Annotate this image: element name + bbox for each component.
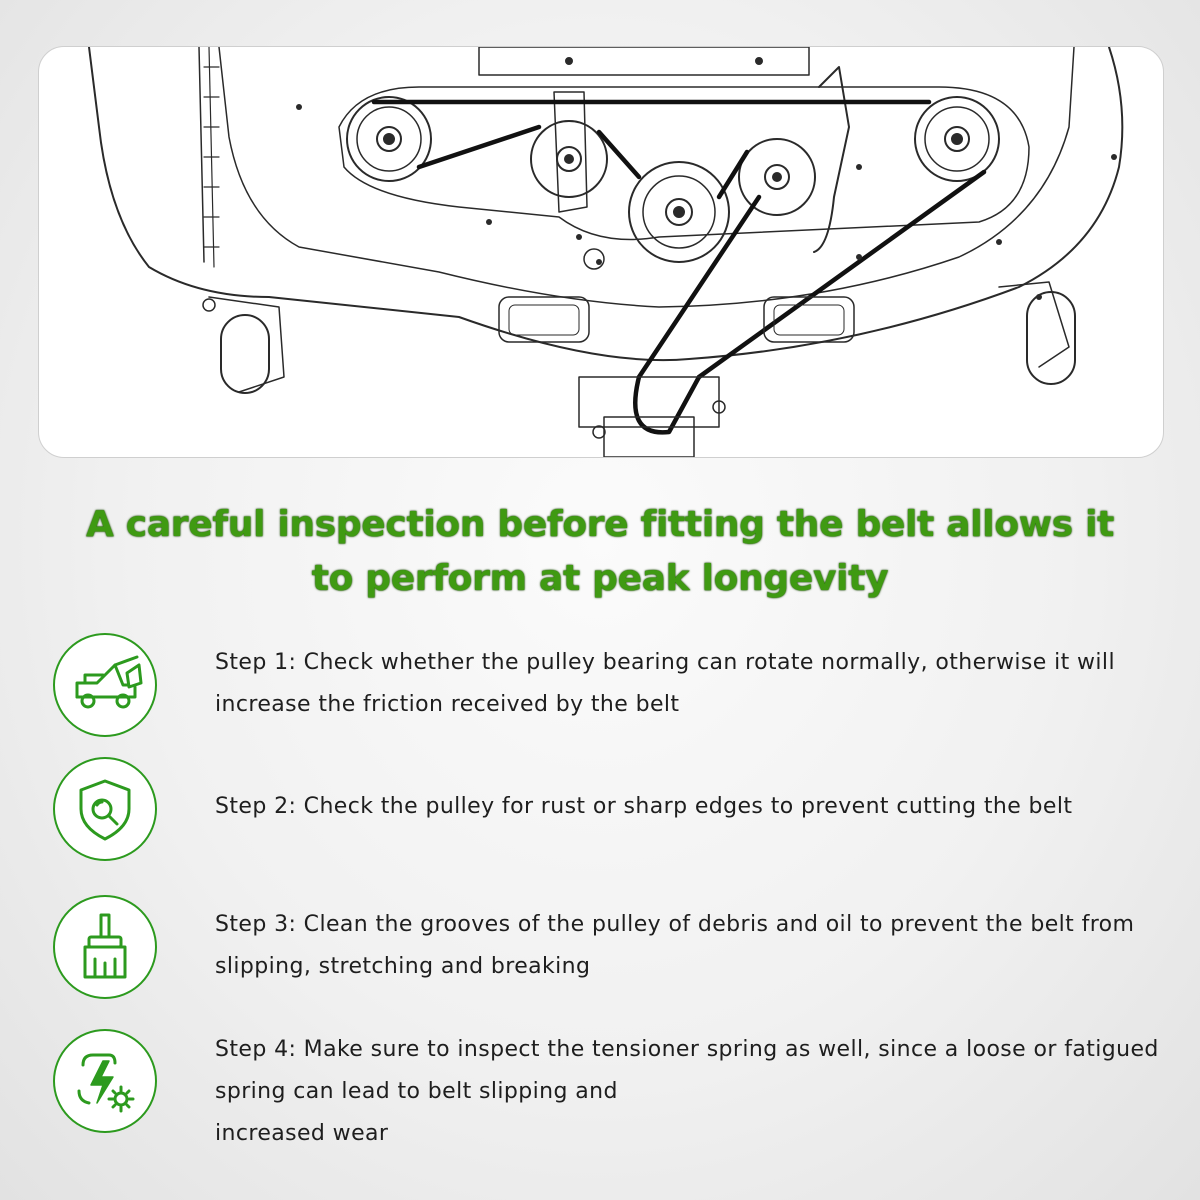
step-1-text: Step 1: Check whether the pulley bearing… — [215, 650, 1115, 717]
step-4-text-main: Step 4: Make sure to inspect the tension… — [215, 1037, 1159, 1104]
step-4-text: Step 4: Make sure to inspect the tension… — [215, 1029, 1175, 1155]
headline-line-1: A careful inspection before fitting the … — [85, 504, 1115, 545]
headline: A careful inspection before fitting the … — [20, 498, 1180, 606]
mower-deck-belt-diagram — [38, 46, 1164, 458]
deck-shell — [88, 47, 1124, 362]
shield-search-icon — [53, 757, 157, 861]
step-4-text-continued: increased wear — [215, 1121, 389, 1146]
step-3-text: Step 3: Clean the grooves of the pulley … — [215, 912, 1135, 979]
cleaning-brush-icon — [53, 895, 157, 999]
step-2-text: Step 2: Check the pulley for rust or sha… — [215, 794, 1073, 819]
headline-line-2: to perform at peak longevity — [311, 558, 889, 599]
lightning-gear-icon — [53, 1029, 157, 1133]
lawn-mower-icon — [53, 633, 157, 737]
